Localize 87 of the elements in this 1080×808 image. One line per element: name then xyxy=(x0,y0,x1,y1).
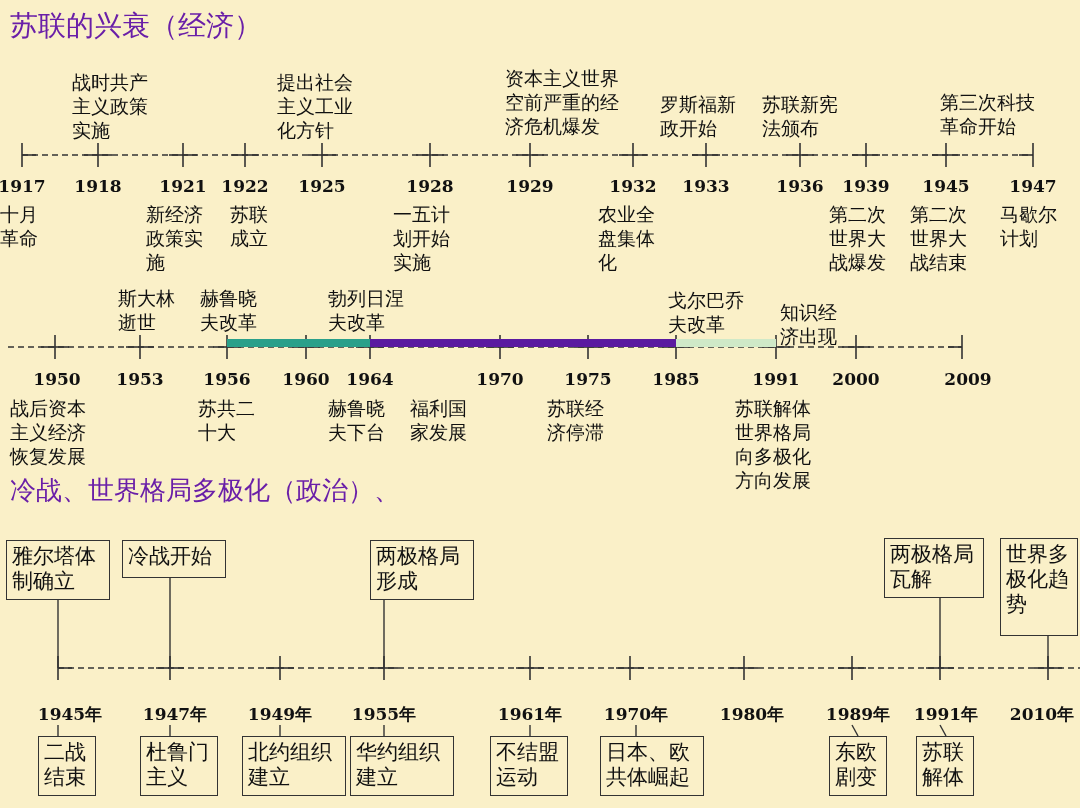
leader-line xyxy=(1047,635,1049,669)
year-label: 1947 xyxy=(1009,176,1057,196)
year-label: 1945 xyxy=(922,176,970,196)
event-text: 战时共产主义政策实施 xyxy=(72,70,149,142)
year-label: 1991年 xyxy=(913,704,979,724)
event-box: 杜鲁门主义 xyxy=(140,736,218,796)
year-label: 1970 xyxy=(476,369,524,389)
event-text: 苏联解体世界格局向多极化方向发展 xyxy=(735,396,812,492)
event-text: 斯大林逝世 xyxy=(118,286,176,334)
event-text: 罗斯福新政开始 xyxy=(660,92,737,140)
event-box: 冷战开始 xyxy=(122,540,226,578)
event-box: 雅尔塔体制确立 xyxy=(6,540,110,600)
year-label: 1933 xyxy=(682,176,730,196)
year-label: 1949年 xyxy=(247,704,313,724)
event-box: 两极格局瓦解 xyxy=(884,538,984,598)
year-label: 1936 xyxy=(776,176,824,196)
event-text: 知识经济出现 xyxy=(780,300,838,348)
leader-line xyxy=(529,724,531,737)
event-text: 苏联经济停滞 xyxy=(547,396,605,444)
event-box: 二战结束 xyxy=(38,736,96,796)
leader-line xyxy=(383,599,385,669)
event-text: 提出社会主义工业化方针 xyxy=(277,70,354,142)
event-text: 战后资本主义经济恢复发展 xyxy=(10,396,87,468)
year-label: 1950 xyxy=(33,369,81,389)
year-label: 1945年 xyxy=(37,704,103,724)
event-text: 第三次科技革命开始 xyxy=(940,90,1036,138)
year-label: 1955年 xyxy=(351,704,417,724)
year-label: 1964 xyxy=(346,369,394,389)
year-label: 1928 xyxy=(406,176,454,196)
year-label: 1985 xyxy=(652,369,700,389)
event-text: 勃列日涅夫改革 xyxy=(328,286,405,334)
event-text: 苏共二十大 xyxy=(198,396,256,444)
leader-line xyxy=(169,577,171,669)
event-box: 华约组织建立 xyxy=(350,736,454,796)
year-label: 1947年 xyxy=(142,704,208,724)
leader-line xyxy=(939,724,947,737)
year-label: 1939 xyxy=(842,176,890,196)
year-label: 1929 xyxy=(506,176,554,196)
event-text: 赫鲁晓夫改革 xyxy=(200,286,258,334)
event-box: 世界多极化趋势 xyxy=(1000,538,1078,636)
year-label: 1970年 xyxy=(603,704,669,724)
year-label: 1922 xyxy=(221,176,269,196)
year-label: 1925 xyxy=(298,176,346,196)
leader-line xyxy=(57,599,59,669)
year-label: 1917 xyxy=(0,176,46,196)
year-label: 2010年 xyxy=(1009,704,1075,724)
leader-line xyxy=(383,724,385,737)
event-text: 十月革命 xyxy=(0,202,39,250)
year-label: 1932 xyxy=(609,176,657,196)
event-text: 一五计划开始实施 xyxy=(393,202,451,274)
year-label: 1956 xyxy=(203,369,251,389)
year-label: 2000 xyxy=(832,369,880,389)
event-box: 日本、欧共体崛起 xyxy=(600,736,704,796)
year-label: 1991 xyxy=(752,369,800,389)
section-heading: 冷战、世界格局多极化（政治）、 xyxy=(10,474,400,506)
event-text: 新经济政策实施 xyxy=(146,202,204,274)
year-label: 1975 xyxy=(564,369,612,389)
event-box: 两极格局形成 xyxy=(370,540,474,600)
event-box: 苏联解体 xyxy=(916,736,974,796)
year-label: 1989年 xyxy=(825,704,891,724)
leader-line xyxy=(57,724,59,737)
event-text: 福利国家发展 xyxy=(410,396,468,444)
year-label: 1960 xyxy=(282,369,330,389)
year-label: 1918 xyxy=(74,176,122,196)
year-label: 1953 xyxy=(116,369,164,389)
leader-line xyxy=(939,597,941,669)
section-heading: 苏联的兴衰（经济） xyxy=(10,8,262,44)
year-label: 1961年 xyxy=(497,704,563,724)
leader-line xyxy=(169,724,171,737)
event-text: 苏联成立 xyxy=(230,202,269,250)
event-text: 第二次世界大战结束 xyxy=(910,202,968,274)
event-text: 马歇尔计划 xyxy=(1000,202,1058,250)
year-label: 1980年 xyxy=(719,704,785,724)
year-label: 1921 xyxy=(159,176,207,196)
event-text: 戈尔巴乔夫改革 xyxy=(668,288,745,336)
event-text: 农业全盘集体化 xyxy=(598,202,656,274)
event-box: 不结盟运动 xyxy=(490,736,568,796)
leader-line xyxy=(279,724,281,737)
year-label: 2009 xyxy=(944,369,992,389)
event-text: 第二次世界大战爆发 xyxy=(829,202,887,274)
leader-line xyxy=(635,724,637,737)
leader-line xyxy=(851,724,859,737)
event-text: 资本主义世界空前严重的经济危机爆发 xyxy=(505,66,620,138)
event-box: 东欧剧变 xyxy=(829,736,887,796)
event-box: 北约组织建立 xyxy=(242,736,346,796)
event-text: 赫鲁晓夫下台 xyxy=(328,396,386,444)
event-text: 苏联新宪法颁布 xyxy=(762,92,839,140)
